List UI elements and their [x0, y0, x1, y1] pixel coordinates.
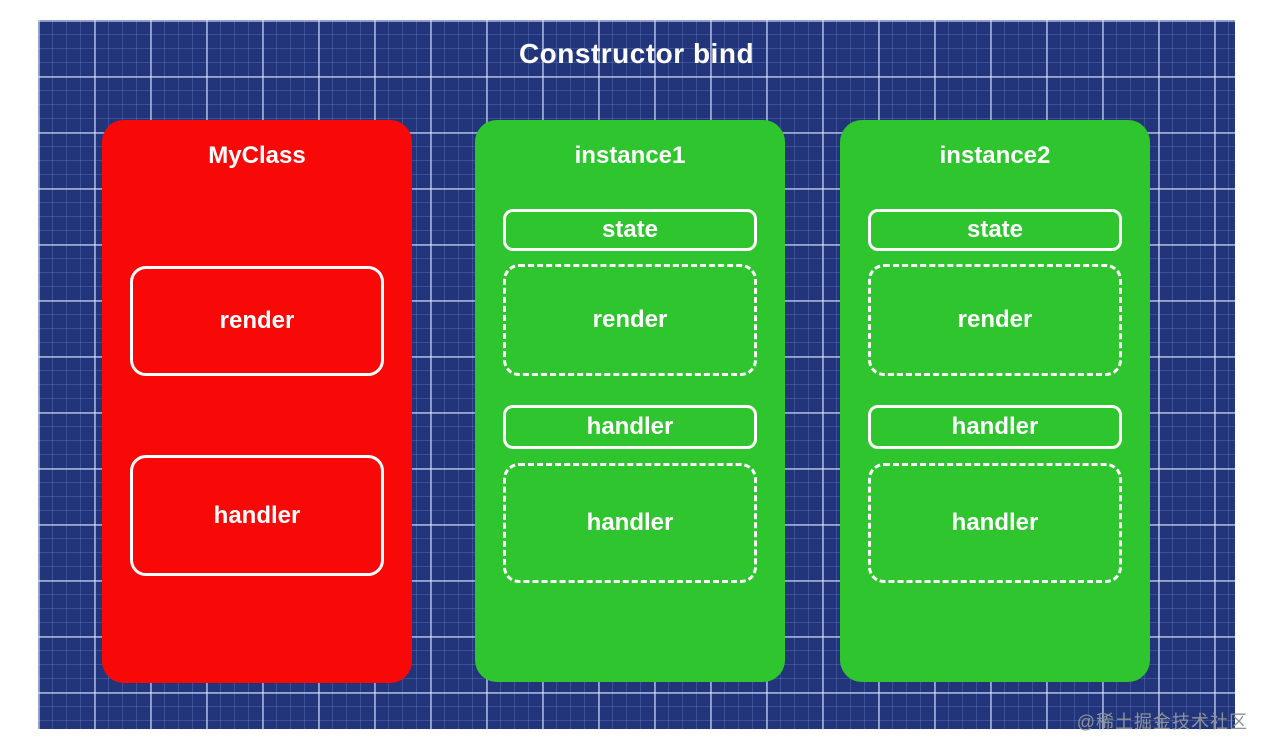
property-box-handler: handler — [503, 405, 757, 449]
property-box-state: state — [503, 209, 757, 251]
diagram-title: Constructor bind — [518, 38, 755, 69]
blueprint-panel: Constructor bind MyClass render handler … — [38, 20, 1235, 729]
method-box-render: render — [130, 266, 384, 376]
card-title-instance1: instance1 — [574, 142, 686, 169]
card-title-instance2: instance2 — [939, 142, 1051, 169]
property-box-state: state — [868, 209, 1122, 251]
card-myclass: MyClass render handler — [102, 120, 412, 683]
card-instance2: instance2 state render handler handler — [840, 120, 1150, 682]
card-instance1: instance1 state render handler handler — [475, 120, 785, 682]
method-box-handler: handler — [130, 455, 384, 576]
inherited-box-render: render — [868, 264, 1122, 376]
card-title-myclass: MyClass — [208, 142, 306, 169]
watermark: @稀土掘金技术社区 — [1076, 712, 1248, 732]
inherited-box-handler: handler — [503, 463, 757, 583]
inherited-box-render: render — [503, 264, 757, 376]
property-box-handler: handler — [868, 405, 1122, 449]
inherited-box-handler: handler — [868, 463, 1122, 583]
